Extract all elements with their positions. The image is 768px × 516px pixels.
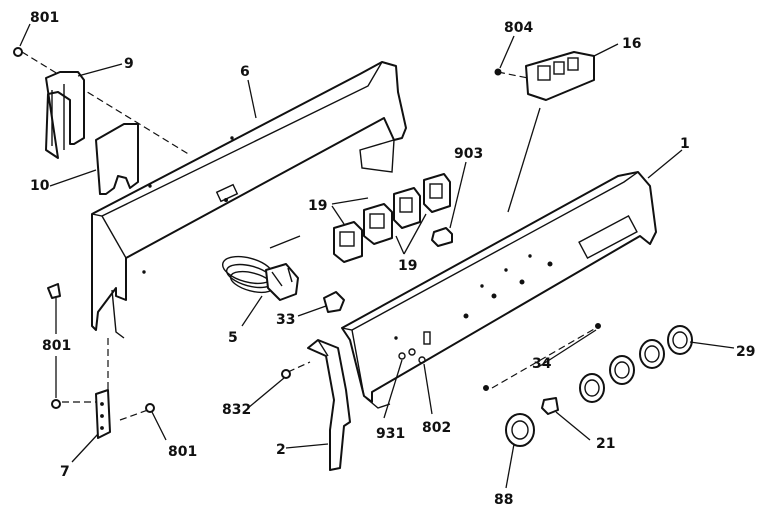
label-16: 16 [622, 36, 641, 52]
label-903: 903 [454, 146, 483, 162]
part-33-clip [323, 291, 345, 313]
label-6: 6 [240, 64, 250, 80]
label-801-left: 801 [42, 338, 71, 354]
label-29: 29 [736, 344, 755, 360]
callout-labels: 801 9 6 10 804 16 903 1 19 19 5 33 801 8… [30, 10, 755, 508]
part-10-bracket [95, 123, 139, 195]
label-2: 2 [276, 442, 286, 458]
label-802: 802 [422, 420, 451, 436]
label-34: 34 [532, 356, 552, 372]
label-19-lower: 19 [398, 258, 417, 274]
label-804: 804 [504, 20, 533, 36]
label-7: 7 [60, 464, 70, 480]
part-2-end-bracket [307, 339, 351, 471]
label-21: 21 [596, 436, 615, 452]
part-6-backguard [91, 61, 407, 339]
label-931: 931 [376, 426, 405, 442]
label-1: 1 [680, 136, 690, 152]
part-19-switches [333, 173, 451, 263]
part-1-control-panel [341, 171, 657, 409]
label-801-bottom: 801 [168, 444, 197, 460]
label-33: 33 [276, 312, 295, 328]
part-5-harness [221, 235, 301, 301]
screws [13, 47, 291, 413]
label-19-upper: 19 [308, 198, 327, 214]
label-10: 10 [30, 178, 50, 194]
alignment-lines [21, 51, 597, 421]
part-7-hinge-bracket [95, 389, 111, 439]
label-832: 832 [222, 402, 251, 418]
part-16-control-board [494, 51, 595, 101]
label-801-top: 801 [30, 10, 59, 26]
knobs [505, 325, 693, 447]
label-5: 5 [228, 330, 238, 346]
leader-lines [19, 23, 619, 449]
label-88: 88 [494, 492, 513, 508]
label-9: 9 [124, 56, 134, 72]
part-903-clip [431, 227, 453, 247]
part-9-bracket [45, 71, 85, 159]
